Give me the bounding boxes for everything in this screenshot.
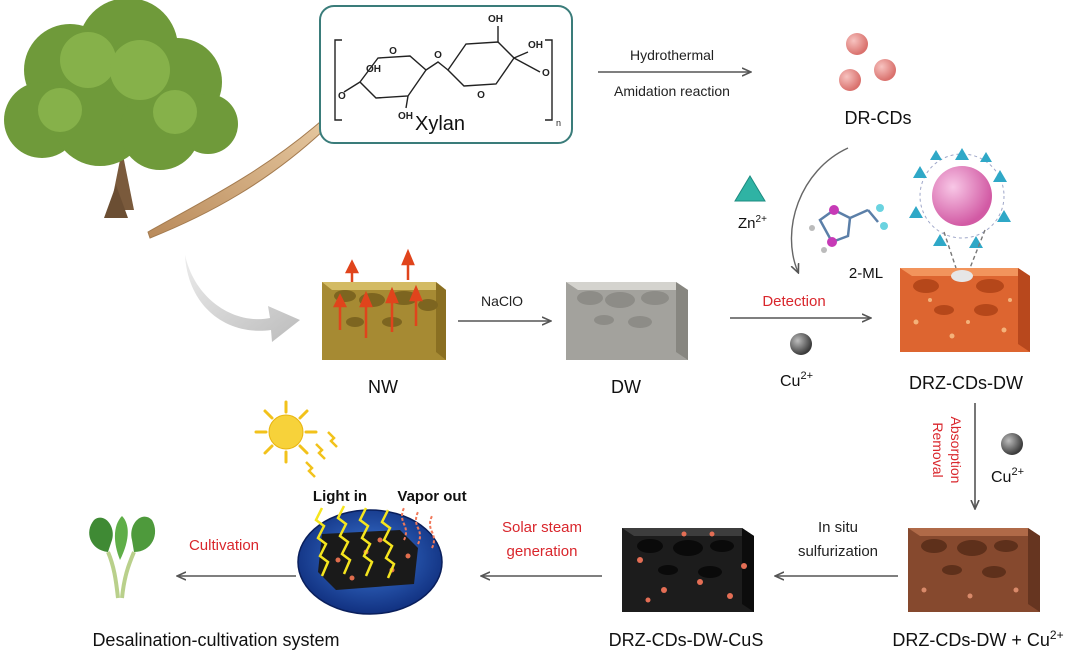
cu-ion-icon [790,333,812,355]
step-label-in-situ: In situ [818,519,858,536]
drz-cds-dw-cu-block [908,528,1040,612]
ring-oxygen-label: O [477,90,485,101]
link-oxygen-label: O [434,50,442,61]
repeat-unit-subscript: n [556,118,561,128]
oh-label: OH [488,14,503,25]
step-label-generation: generation [507,543,578,560]
oh-label: OH [398,111,413,122]
zn-ion-label: Zn2+ [738,214,767,232]
cu-ion-label: Cu2+ [991,466,1024,486]
step-label-removal: Removal [930,422,946,477]
zn-ion-icon [734,175,766,202]
oh-label: OH [366,64,381,75]
vapor-out-label: Vapor out [397,488,466,505]
drz-cds-dw-cu-label: DRZ-CDs-DW + Cu2+ [892,628,1063,650]
step-label-hydrothermal: Hydrothermal [630,47,714,63]
zoom-guide-line [943,231,957,269]
step-label-solar-steam: Solar steam [502,519,582,536]
vegetable-plant-icon [89,516,156,599]
system-label: Desalination-cultivation system [92,630,339,650]
dr-cds-particles [839,33,896,91]
evaporation-system-illustration [297,505,443,615]
tree-illustration [4,0,238,218]
ring-oxygen-label: O [389,46,397,57]
sun-icon [254,400,338,478]
2-ml-label: 2-ML [849,265,883,282]
cu-ion-label: Cu2+ [780,370,813,390]
drz-cds-nanosphere [909,148,1011,248]
step-label-naclo: NaClO [481,293,523,309]
nw-label: NW [368,377,398,397]
drz-cds-dw-label: DRZ-CDs-DW [909,373,1023,393]
curved-arrow-icon [185,255,300,342]
arrow-drcds-to-drz [791,147,849,272]
step-label-absorption: Absorption [948,417,964,484]
oh-label: OH [528,40,543,51]
step-label-detection: Detection [762,293,825,310]
cu-ion-icon [1001,433,1023,455]
drz-cds-dw-cus-label: DRZ-CDs-DW-CuS [609,630,764,650]
nw-wood-block [322,248,446,360]
dw-wood-block [566,282,688,360]
step-label-sulfurization: sulfurization [798,543,878,560]
dw-label: DW [611,377,641,397]
xylan-structure-drawing [334,26,553,121]
2-ml-molecule-icon [809,204,888,253]
dr-cds-label: DR-CDs [845,108,912,128]
terminal-oxygen-label: O [338,91,346,102]
terminal-oxygen-label: O [542,68,550,79]
xylan-structure-box [319,5,573,144]
light-in-label: Light in [313,488,367,505]
xylan-label: Xylan [415,113,465,135]
drz-cds-dw-cus-block [622,528,754,612]
step-label-cultivation: Cultivation [189,537,259,554]
step-label-amidation: Amidation reaction [614,83,730,99]
drz-cds-dw-block [900,268,1030,352]
zoom-guide-line [969,229,986,269]
